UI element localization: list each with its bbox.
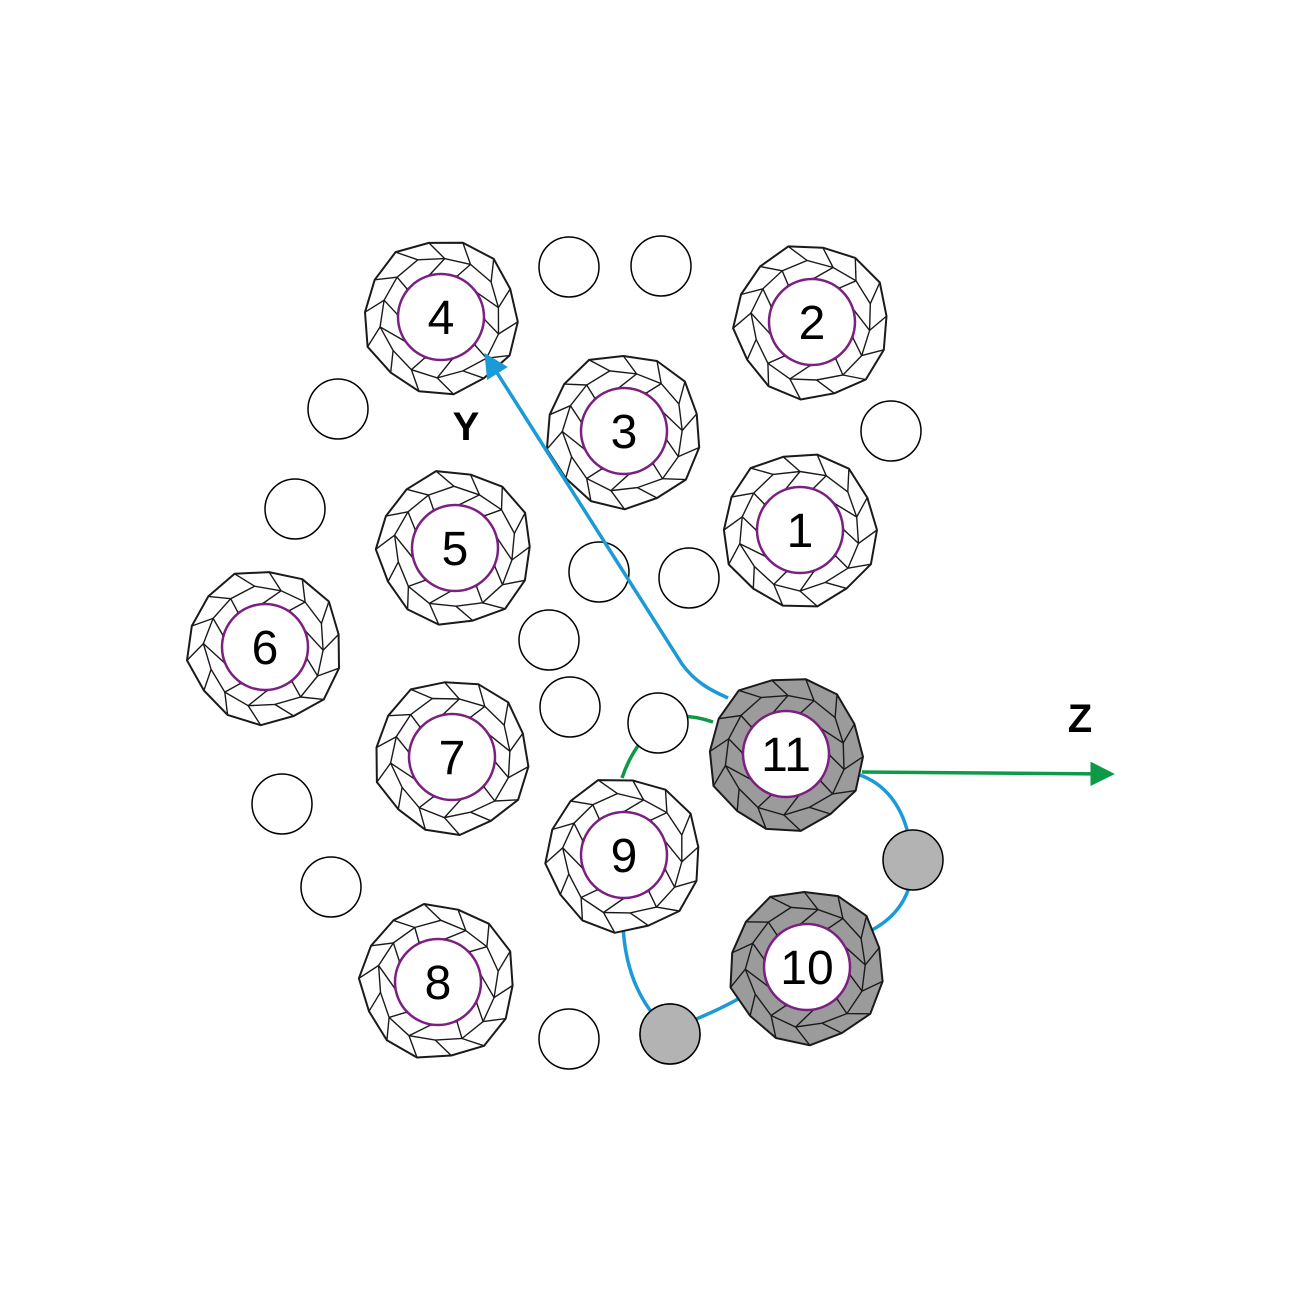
cage-number-7: 7 [439,732,466,785]
cage-facet-edges [709,678,864,832]
y-axis: Y [453,352,729,700]
cage-number-3: 3 [611,406,638,459]
cage-3: 3 [545,355,701,511]
small-spheres [251,235,944,1070]
y-axis-arrow [484,352,729,700]
small-sphere-1 [538,236,600,298]
small-sphere-7 [658,547,720,609]
small-sphere-4 [860,400,922,462]
small-sphere-11 [300,856,362,918]
cage-number-11: 11 [761,729,811,782]
small-sphere-3 [307,378,369,440]
cage-label-ring [579,810,669,900]
small-sphere-5 [264,478,326,540]
cage-1: 1 [722,453,878,608]
cage-facet-edges [729,891,883,1046]
cage-label-ring [393,937,483,1027]
cage-label-ring [579,386,669,476]
cage-label-ring [410,503,500,593]
z-axis: Z [861,697,1115,787]
cage-label-ring [741,709,831,799]
cage-number-2: 2 [799,297,826,350]
cage-number-8: 8 [425,957,452,1010]
cage-facet-edges [376,681,529,836]
small-sphere-12 [538,1008,600,1070]
cage-facet-edges [732,245,887,400]
small-sphere-9 [539,676,601,738]
cage-10: 10 [729,891,884,1047]
cage-number-5: 5 [442,523,469,576]
cage-label-ring [767,277,857,367]
small-sphere-2 [630,235,692,297]
small-sphere-14 [882,829,944,891]
small-sphere-10 [251,773,313,835]
cage-facet-edges [546,355,700,510]
cage-facet-edges [544,779,699,934]
cage-label-ring [407,712,497,802]
cage-5: 5 [374,470,531,626]
cage-2: 2 [732,245,888,401]
cage-facet-edges [375,470,531,625]
small-sphere-13 [627,692,689,754]
cage-facet-edges [723,454,878,607]
cage-facet-edges [186,571,340,726]
cage-label-ring [220,602,310,692]
cage-number-10: 10 [780,942,833,995]
cage-9: 9 [544,779,700,934]
cage-label-ring [755,485,845,575]
cage-facet-edges [358,903,513,1058]
small-sphere-16 [639,1003,701,1065]
cage-label-ring [396,272,486,362]
y-axis-label: Y [453,405,480,449]
cage-label-ring [762,922,852,1012]
z-axis-arrow [861,761,1115,787]
cage-7: 7 [375,681,530,836]
cage-number-1: 1 [787,505,814,558]
cage-4: 4 [364,241,519,396]
cage-number-6: 6 [252,622,279,675]
cage-number-9: 9 [611,830,638,883]
cages: 1 2 3 4 5 6 7 8 9 10 11 [186,241,888,1059]
small-sphere-8 [518,609,580,671]
small-sphere-6 [568,541,630,603]
cage-8: 8 [357,903,514,1059]
cage-6: 6 [186,571,340,727]
cage-facet-edges [364,242,519,395]
cage-number-4: 4 [428,292,455,345]
z-axis-label: Z [1068,697,1092,741]
cage-11: 11 [708,678,864,832]
